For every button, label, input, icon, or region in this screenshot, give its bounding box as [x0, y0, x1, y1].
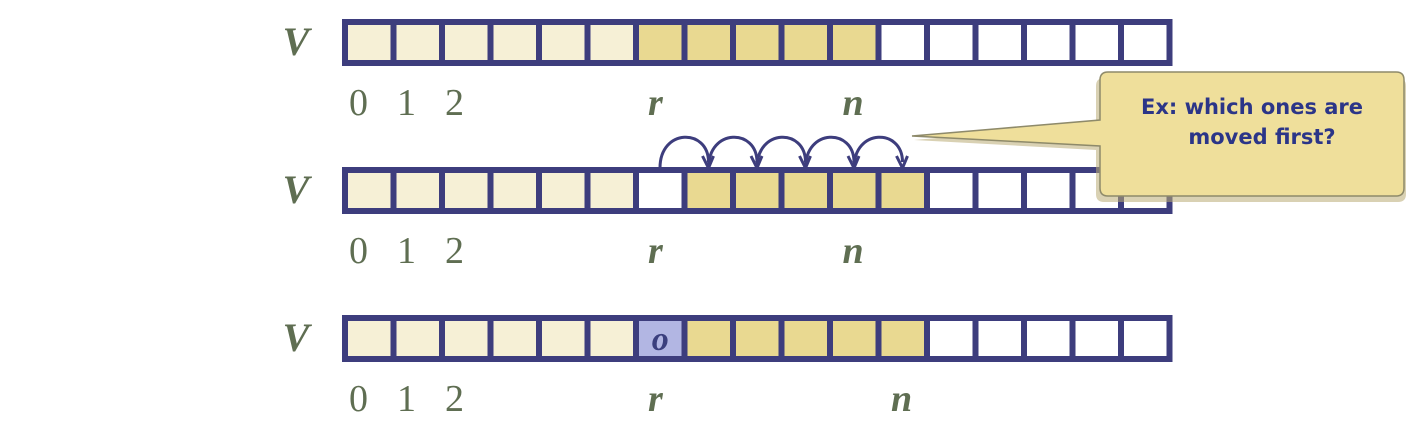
array-cell [396, 25, 439, 60]
index-label: 2 [445, 230, 464, 272]
array-cell [881, 173, 924, 208]
array-cell [1027, 25, 1070, 60]
array-cell [881, 321, 924, 356]
array-cell [445, 25, 488, 60]
shift-arrow [658, 135, 710, 169]
array-label: V [283, 19, 313, 64]
array-cell [930, 173, 973, 208]
array-cell [687, 173, 730, 208]
array-cell [833, 25, 876, 60]
r-marker: r [648, 378, 664, 420]
array-label: V [283, 167, 313, 212]
index-label: 0 [349, 378, 368, 420]
r-marker: r [648, 82, 664, 124]
array-cell [736, 173, 779, 208]
array-cell [930, 25, 973, 60]
array-cell [687, 321, 730, 356]
shift-arrow [707, 135, 759, 169]
array-cell [542, 321, 585, 356]
callout-bubble [911, 71, 1405, 197]
array-cell [978, 25, 1021, 60]
index-label: 0 [349, 82, 368, 124]
array-cell [639, 25, 682, 60]
shift-arrow [852, 135, 904, 169]
array-cell [590, 321, 633, 356]
array-cell [590, 25, 633, 60]
array-cell [445, 321, 488, 356]
array-cell [736, 321, 779, 356]
callout-line-2: moved first? [1188, 125, 1335, 149]
array-cell [542, 173, 585, 208]
array-cell [736, 25, 779, 60]
array-cell [1124, 25, 1167, 60]
index-label: 0 [349, 230, 368, 272]
index-label: 1 [397, 230, 416, 272]
index-label: 2 [445, 82, 464, 124]
array-cell [978, 321, 1021, 356]
array-cell [784, 25, 827, 60]
array-cell [784, 321, 827, 356]
shift-arrows [658, 135, 909, 172]
array-cell [348, 173, 391, 208]
array-cell [833, 321, 876, 356]
array-cell [639, 173, 682, 208]
array-cell [978, 173, 1021, 208]
array-cell [348, 321, 391, 356]
array-cell [930, 321, 973, 356]
array-cell [1027, 321, 1070, 356]
n-marker: n [843, 230, 864, 272]
r-marker: r [648, 230, 664, 272]
array-cell [396, 173, 439, 208]
array-cell [1124, 321, 1167, 356]
array-cell [881, 25, 924, 60]
index-label: 2 [445, 378, 464, 420]
array-cell [493, 321, 536, 356]
shift-arrow [755, 135, 807, 169]
index-label: 1 [397, 378, 416, 420]
cell-value: o [652, 321, 669, 358]
array-cell [833, 173, 876, 208]
n-marker: n [891, 378, 912, 420]
array-cell [493, 173, 536, 208]
array-cell [590, 173, 633, 208]
callout-line-1: Ex: which ones are [1141, 95, 1363, 119]
array-cell [542, 25, 585, 60]
array-cell [784, 173, 827, 208]
array-cell [1075, 25, 1118, 60]
array-cell [396, 321, 439, 356]
index-label: 1 [397, 82, 416, 124]
n-marker: n [843, 82, 864, 124]
array-cell [1027, 173, 1070, 208]
array-cell [445, 173, 488, 208]
arrow-head [895, 155, 909, 172]
array-label: V [283, 315, 313, 360]
array-cell [493, 25, 536, 60]
array-cell [687, 25, 730, 60]
shift-arrow [804, 135, 856, 169]
array-cell [348, 25, 391, 60]
array-cell [639, 321, 682, 356]
callout: Ex: which ones are moved first? [911, 71, 1406, 202]
array-cell [1075, 321, 1118, 356]
